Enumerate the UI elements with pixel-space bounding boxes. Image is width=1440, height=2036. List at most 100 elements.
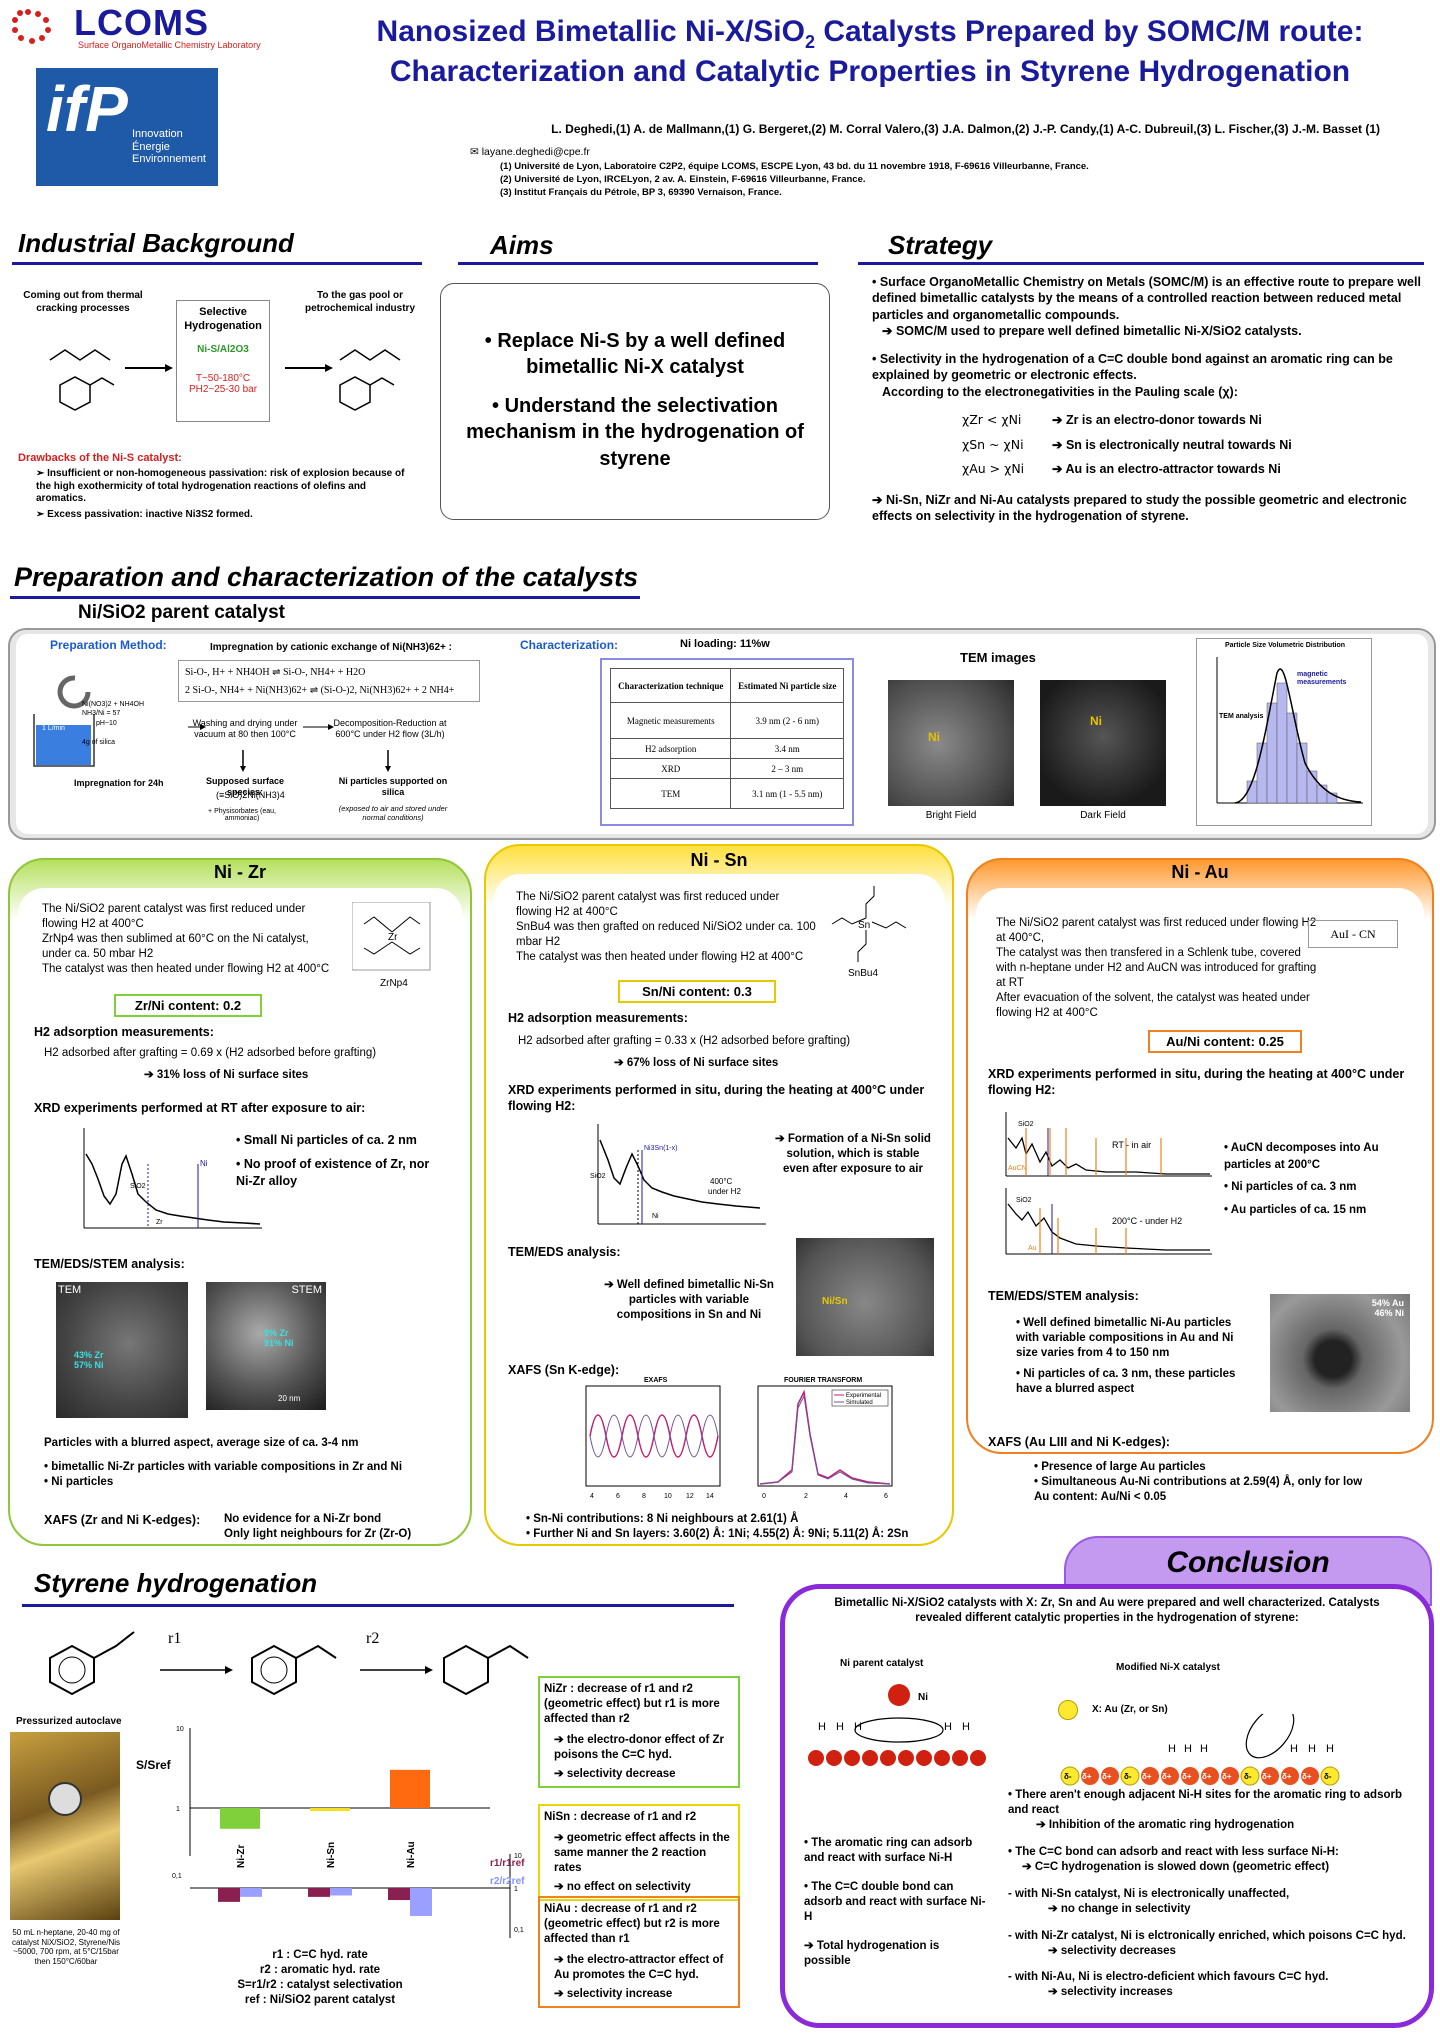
svg-text:14: 14 — [706, 1493, 714, 1500]
bar-r2-ni-au — [410, 1888, 432, 1916]
svg-text:under H2: under H2 — [708, 1187, 741, 1196]
svg-text:4: 4 — [844, 1493, 848, 1500]
email: ✉ layane.deghedi@cpe.fr — [470, 146, 590, 158]
svg-text:δ+: δ+ — [1162, 1772, 1172, 1781]
category-label: Ni-Zr — [236, 1845, 247, 1868]
svg-text:δ+: δ+ — [1222, 1772, 1232, 1781]
conclusion-panel — [780, 1584, 1434, 2028]
species-note: + Physisorbates (eau, ammoniac) — [208, 808, 276, 822]
svg-text:EXAFS: EXAFS — [644, 1377, 668, 1384]
prep-method-label: Preparation Method: — [50, 638, 167, 652]
svg-text:H: H — [854, 1721, 862, 1733]
industrial-scheme — [49, 349, 401, 411]
aims-rule — [458, 262, 818, 265]
svg-text:4: 4 — [590, 1493, 594, 1500]
niau-xafs-bullets: • Presence of large Au particles• Simult… — [1034, 1461, 1363, 1503]
nizr-xafs-text: No evidence for a Ni-Zr bond Only light … — [224, 1513, 412, 1540]
svg-text:AuCN: AuCN — [1008, 1165, 1027, 1172]
svg-text:Au: Au — [1028, 1245, 1037, 1252]
histogram-plot — [1216, 657, 1363, 804]
zrnp4-molecule: Zr — [352, 902, 431, 971]
svg-text:Ni: Ni — [652, 1213, 659, 1220]
ni-loading: Ni loading: 11%w — [680, 638, 770, 650]
niau-tem-bullets: • Well defined bimetallic Ni-Au particle… — [1016, 1317, 1236, 1395]
conclusion-right: • There aren't enough adjacent Ni-H site… — [1008, 1789, 1406, 1999]
niau-result-box: NiAu : decrease of r1 and r2 (geometric … — [538, 1896, 740, 2008]
svg-text:H: H — [944, 1721, 952, 1733]
nizr-prep-text: The Ni/SiO2 parent catalyst was first re… — [42, 903, 330, 975]
bar-r1-ni-zr — [218, 1888, 240, 1902]
ni-supported-note: (exposed to air and stored under normal … — [338, 804, 448, 822]
snbu4-molecule: Sn — [831, 886, 907, 962]
nizr-result-box: NiZr : decrease of r1 and r2 (geometric … — [538, 1676, 740, 1788]
tem-images-title: TEM images — [960, 650, 1036, 665]
beaker-flow: 1 L/min — [42, 725, 65, 732]
svg-text:Ni: Ni — [200, 1159, 208, 1168]
aims-title: Aims — [490, 230, 554, 260]
conclusion-left: • The aromatic ring can adsorb and react… — [804, 1837, 986, 1967]
svg-text:δ-: δ- — [1244, 1772, 1252, 1781]
nisn-exafs-plot: EXAFS 4 6 8 10 12 14 — [585, 1377, 721, 1500]
nizr-aspect: Particles with a blurred aspect, average… — [44, 1437, 359, 1449]
x-legend: X: Au (Zr, or Sn) — [1092, 1704, 1168, 1715]
nizr-xrd-bullets: • Small Ni particles of ca. 2 nm• No pro… — [236, 1133, 430, 1188]
svg-text:10: 10 — [664, 1493, 672, 1500]
svg-text:6: 6 — [616, 1493, 620, 1500]
svg-text:Simulated: Simulated — [846, 1400, 873, 1406]
svg-text:H: H — [1326, 1743, 1334, 1755]
ni-supported: Ni particles supported on silica — [338, 776, 448, 797]
nizr-particle-bullets: • bimetallic Ni-Zr particles with variab… — [44, 1461, 403, 1488]
ni-atom-icon — [888, 1684, 910, 1706]
lcoms-subtitle: Surface OrganoMetallic Chemistry Laborat… — [78, 40, 261, 50]
bar-s-ni-zr — [220, 1808, 260, 1829]
nizr-title: Ni - Zr — [214, 862, 266, 882]
nisn-content: Sn/Ni content: 0.3 — [618, 980, 776, 1003]
svg-text:δ+: δ+ — [1202, 1772, 1212, 1781]
svg-text:H: H — [962, 1721, 970, 1733]
svg-text:δ+: δ+ — [1182, 1772, 1192, 1781]
hist-title: Particle Size Volumetric Distribution — [1224, 642, 1346, 649]
parent-catalyst-title: Ni/SiO2 parent catalyst — [78, 602, 285, 623]
svg-text:8: 8 — [642, 1493, 646, 1500]
niau-tem-photo: 54% Au 46% Ni — [1270, 1294, 1410, 1412]
nisn-xrd-title: XRD experiments performed in situ, durin… — [508, 1083, 925, 1114]
svg-text:δ-: δ- — [1064, 1772, 1072, 1781]
aucn-molecule: AuI - CN — [1308, 920, 1398, 948]
gauge-icon — [48, 1782, 82, 1816]
autoclave-photo — [10, 1732, 120, 1920]
bar-r2-ni-zr — [240, 1888, 262, 1897]
bar-r1-ni-au — [388, 1888, 410, 1901]
bar-s-ni-sn — [310, 1808, 350, 1811]
r2-label: r2 — [366, 1630, 380, 1647]
industrial-title: Industrial Background — [18, 228, 294, 258]
aims-box: • Replace Ni-S by a well defined bimetal… — [440, 283, 830, 520]
prep-title: Preparation and characterization of the … — [14, 562, 639, 592]
supposed-species: Supposed surface species: — [205, 776, 285, 797]
svg-text:0: 0 — [762, 1493, 766, 1500]
parent-catalyst-label: Ni parent catalyst — [840, 1658, 924, 1669]
svg-text:12: 12 — [686, 1493, 694, 1500]
species-formula: (≡SiO)2Ni(NH3)4 — [216, 790, 285, 800]
nisn-tem-photo: Ni/Sn — [796, 1238, 934, 1356]
legend-r1: r1/r1ref — [490, 1858, 525, 1869]
prep-rule — [10, 596, 640, 599]
styrene-rule — [22, 1604, 734, 1607]
industrial-right-caption: To the gas pool or petrochemical industr… — [304, 290, 416, 314]
nizr-xrd-title: XRD experiments performed at RT after ex… — [34, 1101, 366, 1115]
x-atom-icon — [1058, 1700, 1078, 1720]
r1-label: r1 — [168, 1630, 182, 1647]
svg-text:Zr: Zr — [388, 932, 398, 943]
snbu4-label: SnBu4 — [848, 968, 879, 979]
lcoms-dots-icon — [12, 9, 51, 44]
prep-arrows — [188, 724, 391, 772]
lcoms-name: LCOMS — [74, 2, 209, 43]
niau-tem-title: TEM/EDS/STEM analysis: — [988, 1289, 1139, 1303]
svg-text:6: 6 — [884, 1493, 888, 1500]
nizr-xafs-label: XAFS (Zr and Ni K-edges): — [44, 1513, 201, 1527]
modified-catalyst-label: Modified Ni-X catalyst — [1116, 1662, 1220, 1673]
tem-bright-field: Ni — [888, 680, 1014, 806]
tem-dark-field: Ni — [1040, 680, 1166, 806]
niau-content: Au/Ni content: 0.25 — [1148, 1030, 1302, 1053]
